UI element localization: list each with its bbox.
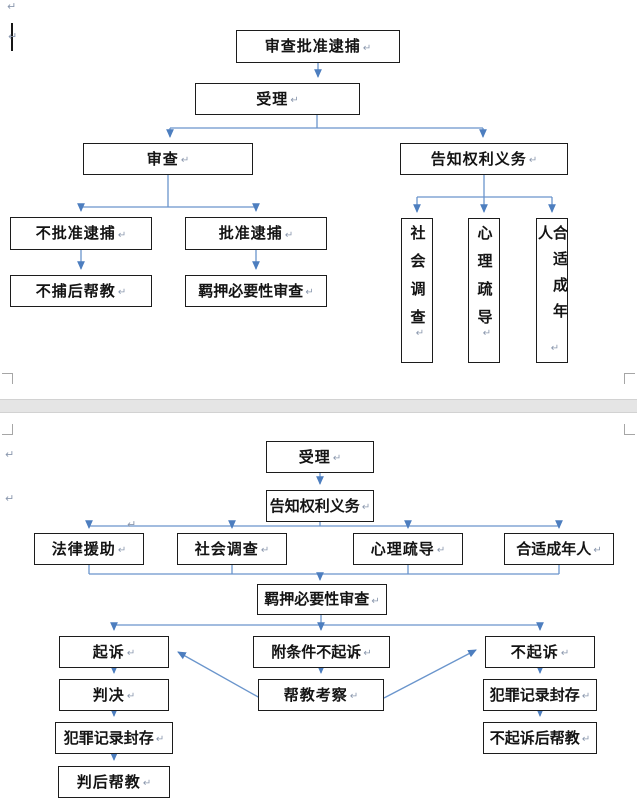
- p1-node-detention-review[interactable]: 羁押必要性审查↵: [185, 275, 327, 307]
- node-label: 批准逮捕: [218, 225, 283, 242]
- p2-node-judgment[interactable]: 判决↵: [59, 679, 169, 711]
- return-mark: ↵: [593, 545, 602, 556]
- return-mark: ↵: [436, 545, 446, 556]
- node-label: 心理疏导: [475, 225, 493, 337]
- node-label: 不批准逮捕: [35, 225, 116, 242]
- p1-node-appropriate-adult[interactable]: 合适成年人 ↵: [536, 218, 568, 363]
- node-label: 犯罪记录封存: [63, 729, 154, 747]
- p2-node-record-sealing-right[interactable]: 犯罪记录封存↵: [483, 679, 597, 711]
- paragraph-return-mark: ↵: [5, 492, 15, 505]
- p2-node-probation-observation[interactable]: 帮教考察↵: [258, 679, 384, 711]
- node-label: 告知权利义务: [430, 150, 527, 168]
- p1-node-help-after-no-arrest[interactable]: 不捕后帮教↵: [10, 275, 152, 307]
- node-label: 法律援助: [51, 540, 116, 558]
- node-label: 合适成年人: [536, 225, 568, 329]
- node-label: 心理疏导: [370, 540, 435, 558]
- page1-bottom-right-margin-mark: [624, 373, 635, 384]
- node-label: 社会调查: [194, 540, 259, 558]
- return-mark: ↵: [371, 595, 380, 607]
- node-label: 判后帮教: [76, 773, 141, 791]
- node-label: 审查批准逮捕: [264, 38, 361, 55]
- return-mark: ↵: [284, 229, 294, 241]
- return-mark: ↵: [363, 648, 372, 659]
- return-mark: ↵: [349, 691, 359, 702]
- node-label: 受理: [256, 90, 289, 108]
- node-label: 起诉: [92, 643, 125, 661]
- page2-top-left-margin-mark: [2, 424, 13, 435]
- return-mark: ↵: [155, 734, 165, 745]
- node-label: 社会调查: [408, 225, 426, 337]
- paragraph-return-mark: ↵: [8, 30, 18, 43]
- node-label: 合适成年人: [516, 540, 592, 558]
- p1-node-psychological-counseling[interactable]: 心理疏导↵: [468, 218, 500, 363]
- p2-node-accept[interactable]: 受理↵: [266, 441, 374, 473]
- return-mark: ↵: [126, 648, 136, 659]
- node-label: 犯罪记录封存: [489, 686, 580, 704]
- p1-node-accept[interactable]: 受理↵: [195, 83, 360, 115]
- connector-diagonal: [383, 649, 477, 699]
- return-mark: ↵: [117, 545, 127, 556]
- node-label: 不起诉后帮教: [489, 729, 580, 747]
- paragraph-return-mark: ↵: [7, 0, 17, 13]
- return-mark: ↵: [117, 287, 127, 298]
- p1-node-inform-rights[interactable]: 告知权利义务↵: [400, 143, 568, 175]
- node-label: 羁押必要性审查: [198, 282, 304, 300]
- p2-node-conditional-non-prosecution[interactable]: 附条件不起诉↵: [253, 636, 390, 668]
- p2-node-detention-review[interactable]: 羁押必要性审查↵: [257, 584, 387, 615]
- p1-node-review[interactable]: 审查↵: [83, 143, 253, 175]
- return-mark: ↵: [560, 648, 570, 659]
- p1-node-review-approve-arrest[interactable]: 审查批准逮捕↵: [236, 30, 400, 63]
- node-label: 附条件不起诉: [271, 643, 362, 661]
- return-mark: ↵: [581, 691, 591, 702]
- text-cursor: [11, 23, 13, 51]
- p2-node-non-prosecution[interactable]: 不起诉↵: [485, 636, 595, 668]
- p2-node-appropriate-adult[interactable]: 合适成年人↵: [504, 533, 614, 565]
- paragraph-return-mark: ↵: [5, 448, 15, 461]
- return-mark: ↵: [482, 328, 492, 339]
- node-label: 受理: [298, 448, 331, 466]
- return-mark: ↵: [361, 502, 371, 513]
- p2-node-psychological-counseling[interactable]: 心理疏导↵: [353, 533, 463, 565]
- return-mark: ↵: [581, 734, 591, 745]
- return-mark: ↵: [415, 328, 425, 339]
- p1-node-social-investigation[interactable]: 社会调查↵: [401, 218, 433, 363]
- node-label: 不起诉: [510, 643, 559, 661]
- p2-node-prosecute[interactable]: 起诉↵: [59, 636, 169, 668]
- p2-node-inform-rights[interactable]: 告知权利义务↵: [266, 490, 374, 522]
- p2-node-social-investigation[interactable]: 社会调查↵: [177, 533, 287, 565]
- node-label: 告知权利义务: [269, 497, 360, 515]
- node-label: 判决: [92, 686, 125, 704]
- node-label: 帮教考察: [283, 686, 348, 704]
- p2-node-legal-aid[interactable]: 法律援助↵: [34, 533, 144, 565]
- p2-node-record-sealing-left[interactable]: 犯罪记录封存↵: [55, 722, 173, 754]
- return-mark: ↵: [126, 691, 136, 702]
- p1-node-not-approve-arrest[interactable]: 不批准逮捕↵: [10, 217, 152, 250]
- page-break-separator: [0, 399, 637, 413]
- return-mark: ↵: [550, 343, 560, 354]
- page2-top-right-margin-mark: [624, 424, 635, 435]
- p2-node-help-after-non-prosecution[interactable]: 不起诉后帮教↵: [483, 722, 597, 754]
- return-mark: ↵: [332, 453, 342, 464]
- page1-bottom-left-margin-mark: [2, 373, 13, 384]
- p1-node-approve-arrest[interactable]: 批准逮捕↵: [185, 217, 327, 250]
- paragraph-return-mark: ↵: [127, 518, 137, 531]
- node-label: 审查: [146, 150, 179, 168]
- return-mark: ↵: [362, 42, 372, 54]
- return-mark: ↵: [260, 545, 270, 556]
- return-mark: ↵: [290, 95, 299, 106]
- return-mark: ↵: [117, 229, 127, 241]
- return-mark: ↵: [528, 155, 538, 166]
- return-mark: ↵: [180, 155, 190, 166]
- node-label: 不捕后帮教: [35, 282, 116, 300]
- connector-diagonal: [177, 651, 261, 699]
- node-label: 羁押必要性审查: [264, 591, 370, 608]
- return-mark: ↵: [305, 287, 314, 298]
- p2-node-help-after-judgment[interactable]: 判后帮教↵: [58, 766, 170, 798]
- return-mark: ↵: [142, 778, 152, 789]
